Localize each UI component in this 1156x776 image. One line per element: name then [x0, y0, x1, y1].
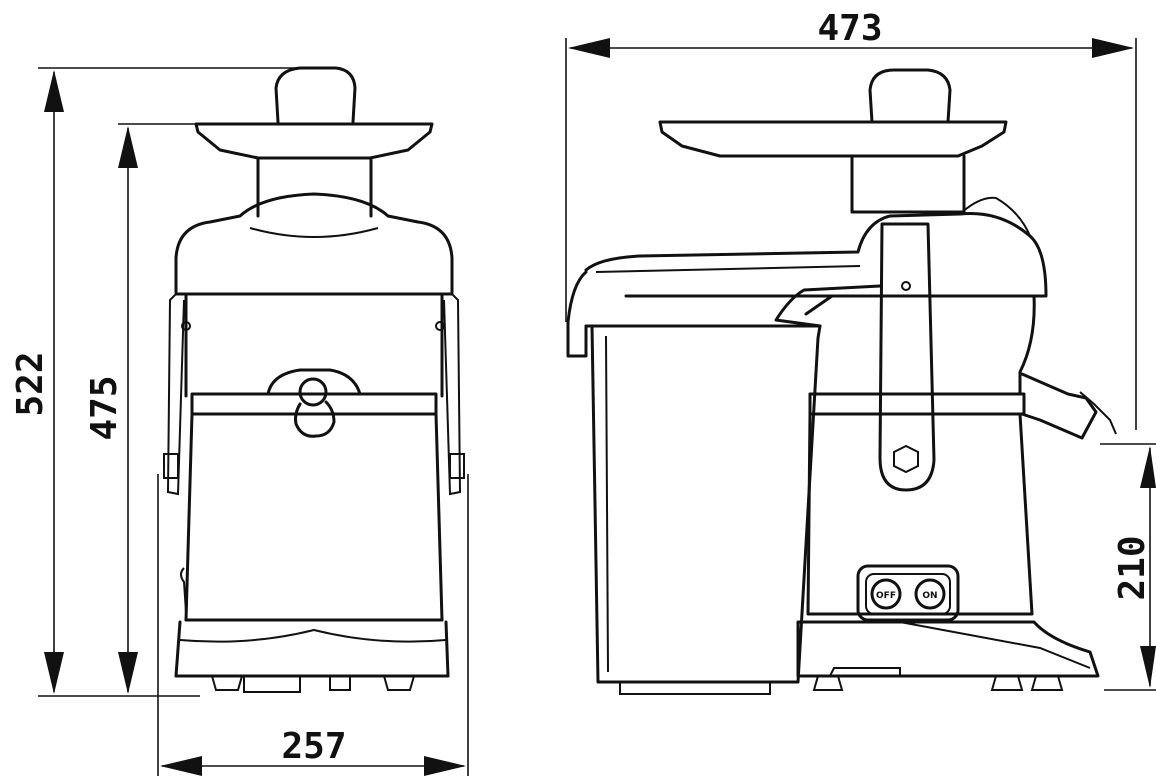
side-spout-elbow [774, 284, 882, 328]
front-feed-tray [194, 122, 434, 160]
on-label: ON [922, 591, 937, 601]
front-pusher [274, 66, 357, 124]
side-lid [584, 211, 1048, 298]
side-feet [619, 667, 1064, 695]
side-clamp-arm [878, 222, 936, 492]
side-view: OFF ON [566, 68, 1117, 695]
on-button[interactable] [914, 578, 946, 610]
dimension-label-base-width: 257 [281, 726, 346, 767]
front-feed-chute [256, 156, 373, 218]
side-feed-chute [850, 154, 966, 214]
side-control-panel: OFF ON [856, 564, 960, 622]
dimension-label-overall-height: 522 [10, 351, 51, 416]
front-upper-body [184, 294, 444, 398]
dimension-label-spout-height: 210 [1112, 535, 1153, 600]
dimension-label-body-height: 475 [84, 375, 125, 440]
side-pusher [868, 68, 952, 124]
front-lower-body [184, 412, 444, 622]
front-lid [174, 192, 454, 294]
front-feet [211, 675, 415, 693]
front-base [174, 620, 450, 678]
dimension-label-overall-depth: 473 [817, 8, 882, 49]
side-motor-housing [808, 294, 1036, 396]
dimension-lines [38, 38, 1156, 776]
side-feed-tray [658, 120, 1008, 158]
front-center-knob [266, 368, 362, 396]
side-pulp-container [566, 270, 588, 358]
side-rear-spout [1020, 372, 1098, 440]
off-label: OFF [876, 591, 896, 601]
front-view [163, 66, 465, 693]
off-button[interactable] [870, 578, 902, 610]
side-base [796, 620, 1100, 678]
